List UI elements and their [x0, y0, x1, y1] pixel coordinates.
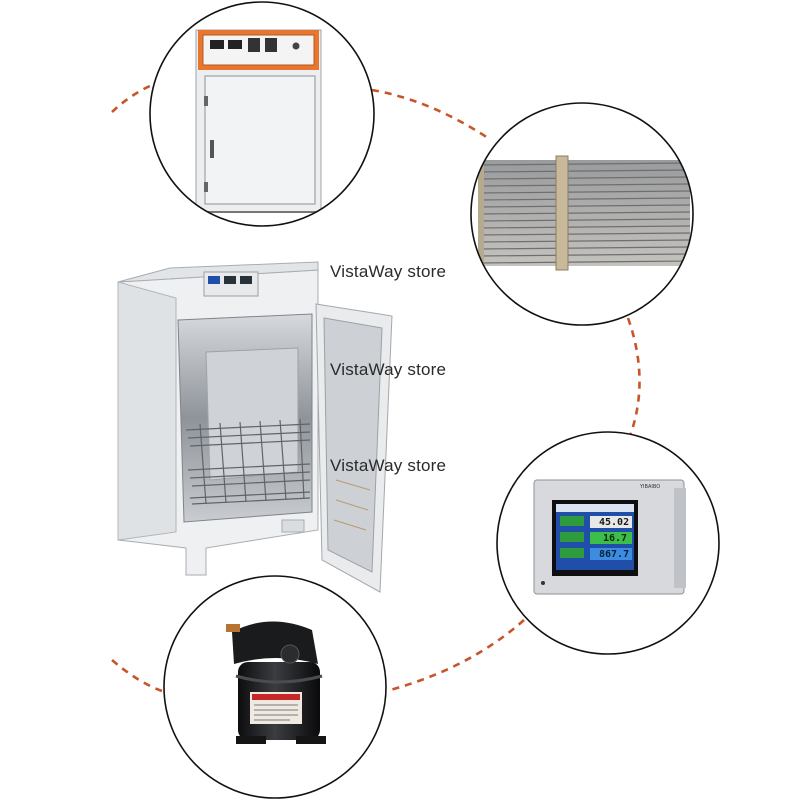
controller-readout-2: 16.7 — [603, 533, 628, 544]
controller-readout-1: 45.02 — [599, 517, 630, 528]
store-watermark: VistaWay store — [330, 456, 447, 475]
controller-brand-label: YIBAIBO — [640, 484, 661, 490]
store-watermark: VistaWay store — [330, 262, 447, 281]
finned-heat-exchanger-photo — [470, 102, 694, 326]
store-watermark: VistaWay store — [330, 360, 447, 379]
open-oven-main-photo — [117, 261, 393, 593]
temperature-controller-photo — [496, 431, 720, 655]
drying-oven-front-photo — [149, 1, 375, 227]
dashed-ring — [111, 84, 641, 694]
refrigeration-compressor-photo — [163, 575, 387, 799]
controller-readout-3: 867.7 — [599, 549, 630, 560]
